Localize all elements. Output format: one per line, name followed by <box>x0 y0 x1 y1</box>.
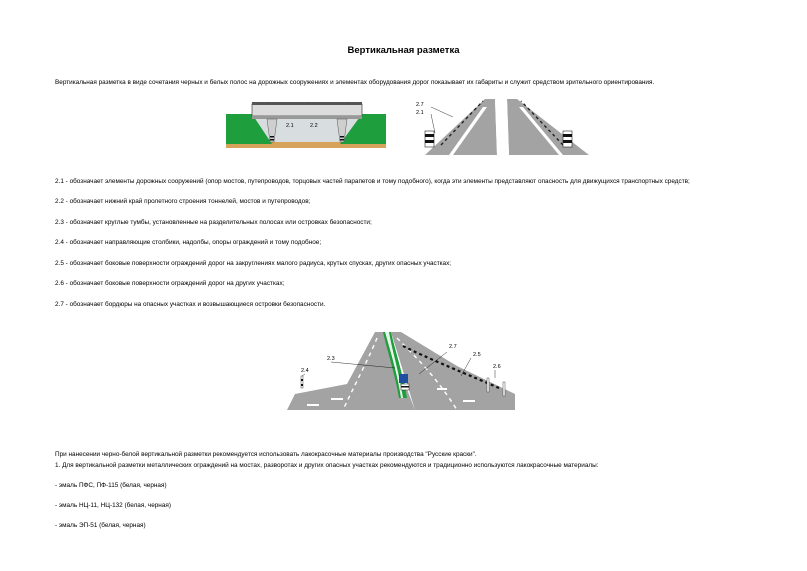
bridge-figure: 2.1 2.2 <box>222 100 390 152</box>
bridge-label-a: 2.1 <box>286 123 294 129</box>
definition-2-4: 2.4 - обозначает направляющие столбики, … <box>55 239 322 246</box>
barrier-label-a: 2.7 <box>416 102 424 108</box>
definition-2-5: 2.5 - обозначает боковые поверхности огр… <box>55 260 452 267</box>
curve-label-2-4: 2.4 <box>301 368 309 374</box>
paint-intro: При нанесении черно-белой вертикальной р… <box>55 451 477 458</box>
intro-paragraph: Вертикальная разметка в виде сочетания ч… <box>55 79 655 86</box>
bridge-label-b: 2.2 <box>310 123 318 129</box>
definition-2-6: 2.6 - обозначает боковые поверхности огр… <box>55 280 285 287</box>
curved-road-figure: 2.3 2.4 2.7 2.5 2.6 <box>287 328 517 412</box>
curve-label-2-3: 2.3 <box>327 356 335 362</box>
paint-point-1: 1. Для вертикальной разметки металлическ… <box>55 462 599 469</box>
definition-2-7: 2.7 - обозначает бордюры на опасных учас… <box>55 301 326 308</box>
definition-2-1: 2.1 - обозначает элементы дорожных соору… <box>55 178 690 185</box>
paint-item-3: - эмаль ЭП-51 (белая, черная) <box>55 522 146 529</box>
barrier-road-figure: 2.7 2.1 <box>413 97 593 157</box>
curve-label-2-7: 2.7 <box>449 344 457 350</box>
paint-item-1: - эмаль ПФС, ПФ-115 (белая, черная) <box>55 482 167 489</box>
paint-item-2: - эмаль НЦ-11, НЦ-132 (белая, черная) <box>55 502 171 509</box>
curve-label-2-5: 2.5 <box>473 352 481 358</box>
definition-2-3: 2.3 - обозначает круглые тумбы, установл… <box>55 219 372 226</box>
curve-label-2-6: 2.6 <box>493 364 501 370</box>
page-title: Вертикальная разметка <box>347 45 460 56</box>
definition-2-2: 2.2 - обозначает нижний край пролетного … <box>55 198 311 205</box>
barrier-label-b: 2.1 <box>416 110 424 116</box>
